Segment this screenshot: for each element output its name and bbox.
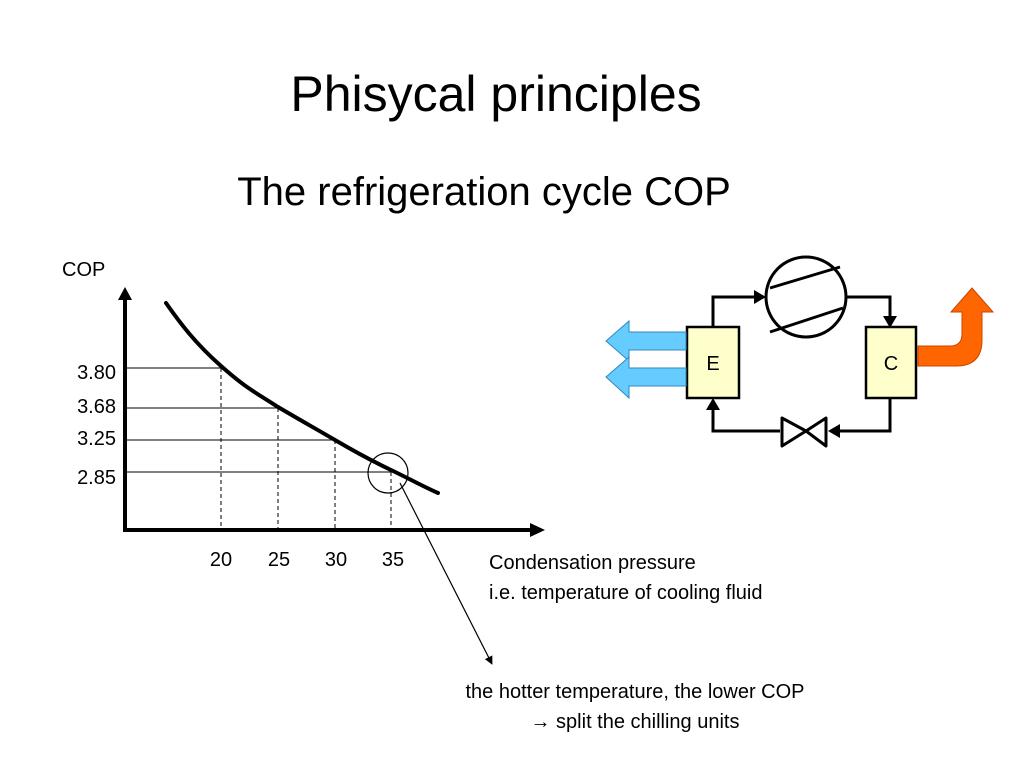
condenser-label: C xyxy=(884,353,898,375)
evaporator-label: E xyxy=(706,353,719,375)
x-axis-label-line: i.e. temperature of cooling fluid xyxy=(489,582,763,604)
y-tick-label: 2.85 xyxy=(77,467,116,489)
x-axis-label-line: Condensation pressure xyxy=(489,552,696,574)
expansion-valve-icon xyxy=(780,416,828,448)
x-axis-label: Condensation pressure i.e. temperature o… xyxy=(489,548,763,608)
y-tick-label: 3.68 xyxy=(77,396,116,418)
pipe-compressor-to-condenser xyxy=(847,295,892,320)
evaporator-box xyxy=(685,325,741,400)
annotation-line: → split the chilling units xyxy=(530,711,740,733)
condenser-box xyxy=(864,325,918,400)
pipe-evaporator-to-compressor xyxy=(711,295,760,327)
hot-arrow-icon xyxy=(917,287,995,367)
x-tick-label: 25 xyxy=(267,549,291,571)
highlight-circle xyxy=(367,452,409,494)
arrowhead-into-valve xyxy=(828,424,840,438)
guide-lines xyxy=(125,367,392,530)
annotation-text: the hotter temperature, the lower COP → … xyxy=(390,677,880,737)
point-markers xyxy=(220,367,392,473)
pipe-condenser-to-valve xyxy=(836,398,892,433)
cold-arrow-icon xyxy=(605,355,687,400)
arrowhead-into-compressor xyxy=(754,290,766,304)
arrowhead-into-evaporator xyxy=(706,398,720,410)
y-axis-arrowhead xyxy=(118,287,132,300)
x-tick-label: 30 xyxy=(324,549,348,571)
pipe-valve-to-evaporator xyxy=(711,405,780,433)
y-tick-label: 3.25 xyxy=(77,428,116,450)
cold-arrow-icon xyxy=(605,319,687,363)
refrigeration-cycle-diagram: E C xyxy=(605,255,995,448)
page-subtitle: The refrigeration cycle COP xyxy=(237,170,731,214)
compressor-icon xyxy=(764,255,848,339)
annotation-pointer xyxy=(399,482,493,665)
cop-curve xyxy=(164,301,440,495)
x-tick-label: 35 xyxy=(381,549,405,571)
annotation-line: the hotter temperature, the lower COP xyxy=(465,681,805,703)
x-tick-label: 20 xyxy=(209,549,233,571)
y-tick-label: 3.80 xyxy=(77,362,116,384)
x-axis-arrowhead xyxy=(530,523,545,537)
page-title: Phisycal principles xyxy=(290,66,702,122)
y-axis-label: COP xyxy=(62,259,106,281)
arrowhead-into-condenser xyxy=(883,316,897,328)
